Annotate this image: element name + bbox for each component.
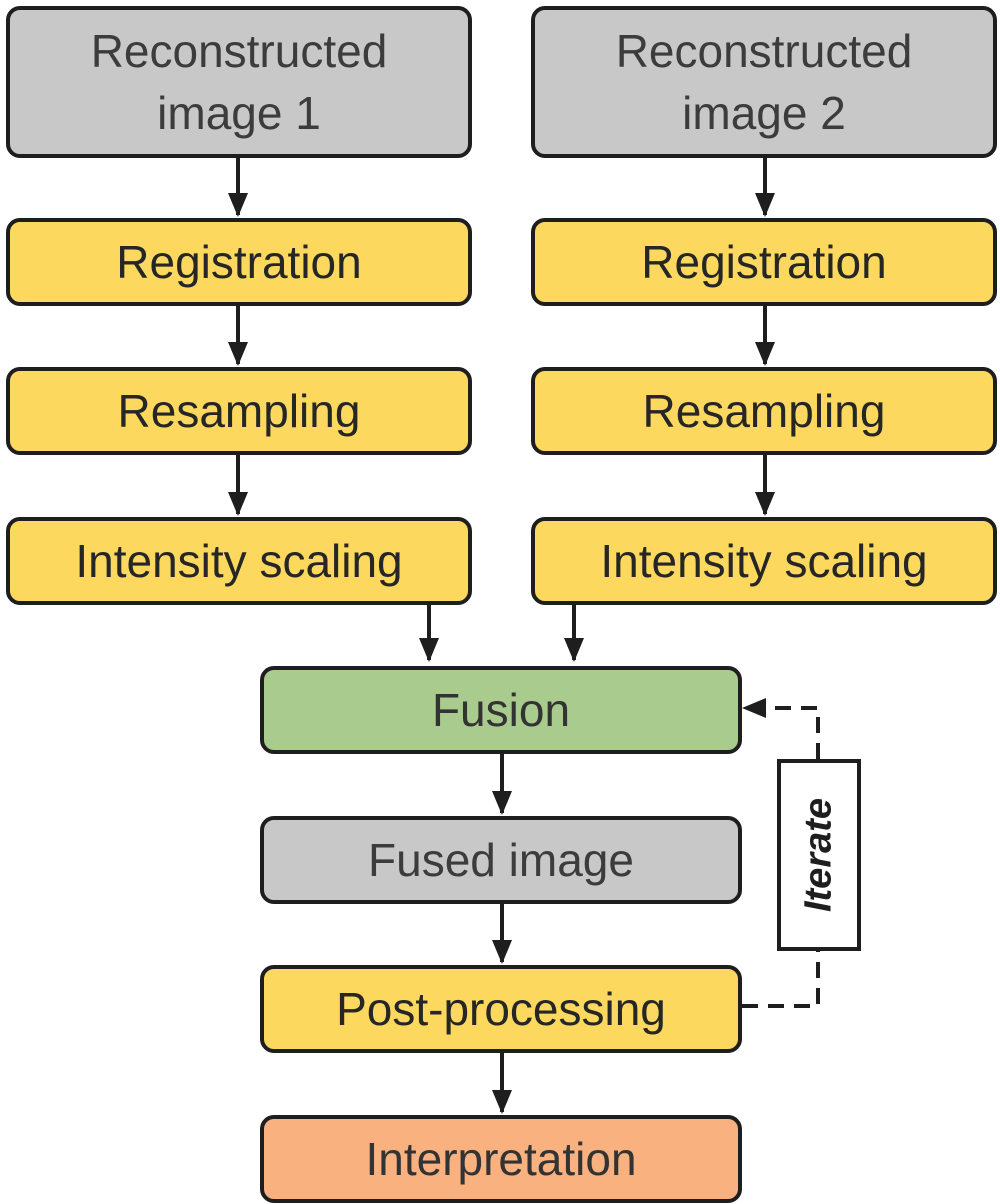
reconstructed-image-1-node: Reconstructed image 1: [6, 6, 472, 158]
iterate-loop-lower: [742, 951, 820, 1008]
reconstructed-image-1-line2: image 1: [157, 87, 321, 139]
fused-image-label: Fused image: [368, 834, 634, 886]
resampling-1-label: Resampling: [117, 385, 361, 437]
registration-1-label: Registration: [116, 236, 362, 288]
reconstructed-image-2-node: Reconstructed image 2: [531, 6, 997, 158]
interpretation-label: Interpretation: [365, 1133, 637, 1185]
reconstructed-image-2-line2: image 2: [682, 87, 846, 139]
registration-2-label: Registration: [641, 236, 887, 288]
resampling-2-label: Resampling: [642, 385, 886, 437]
intensity-scaling-1-node: Intensity scaling: [6, 517, 472, 605]
fused-image-node: Fused image: [260, 816, 742, 904]
intensity-scaling-1-label: Intensity scaling: [75, 535, 403, 587]
resampling-1-node: Resampling: [6, 367, 472, 455]
reconstructed-image-1-line1: Reconstructed: [90, 25, 388, 77]
interpretation-node: Interpretation: [260, 1115, 742, 1203]
post-processing-label: Post-processing: [336, 983, 666, 1035]
intensity-scaling-2-label: Intensity scaling: [600, 535, 928, 587]
registration-1-node: Registration: [6, 218, 472, 306]
registration-2-node: Registration: [531, 218, 997, 306]
reconstructed-image-2-line1: Reconstructed: [615, 25, 913, 77]
fusion-node: Fusion: [260, 666, 742, 754]
iterate-box: Iterate: [777, 759, 861, 951]
iterate-label: Iterate: [797, 797, 840, 913]
fusion-label: Fusion: [431, 684, 571, 736]
post-processing-node: Post-processing: [260, 965, 742, 1053]
intensity-scaling-2-node: Intensity scaling: [531, 517, 997, 605]
iterate-loop-upper: [742, 698, 820, 759]
resampling-2-node: Resampling: [531, 367, 997, 455]
